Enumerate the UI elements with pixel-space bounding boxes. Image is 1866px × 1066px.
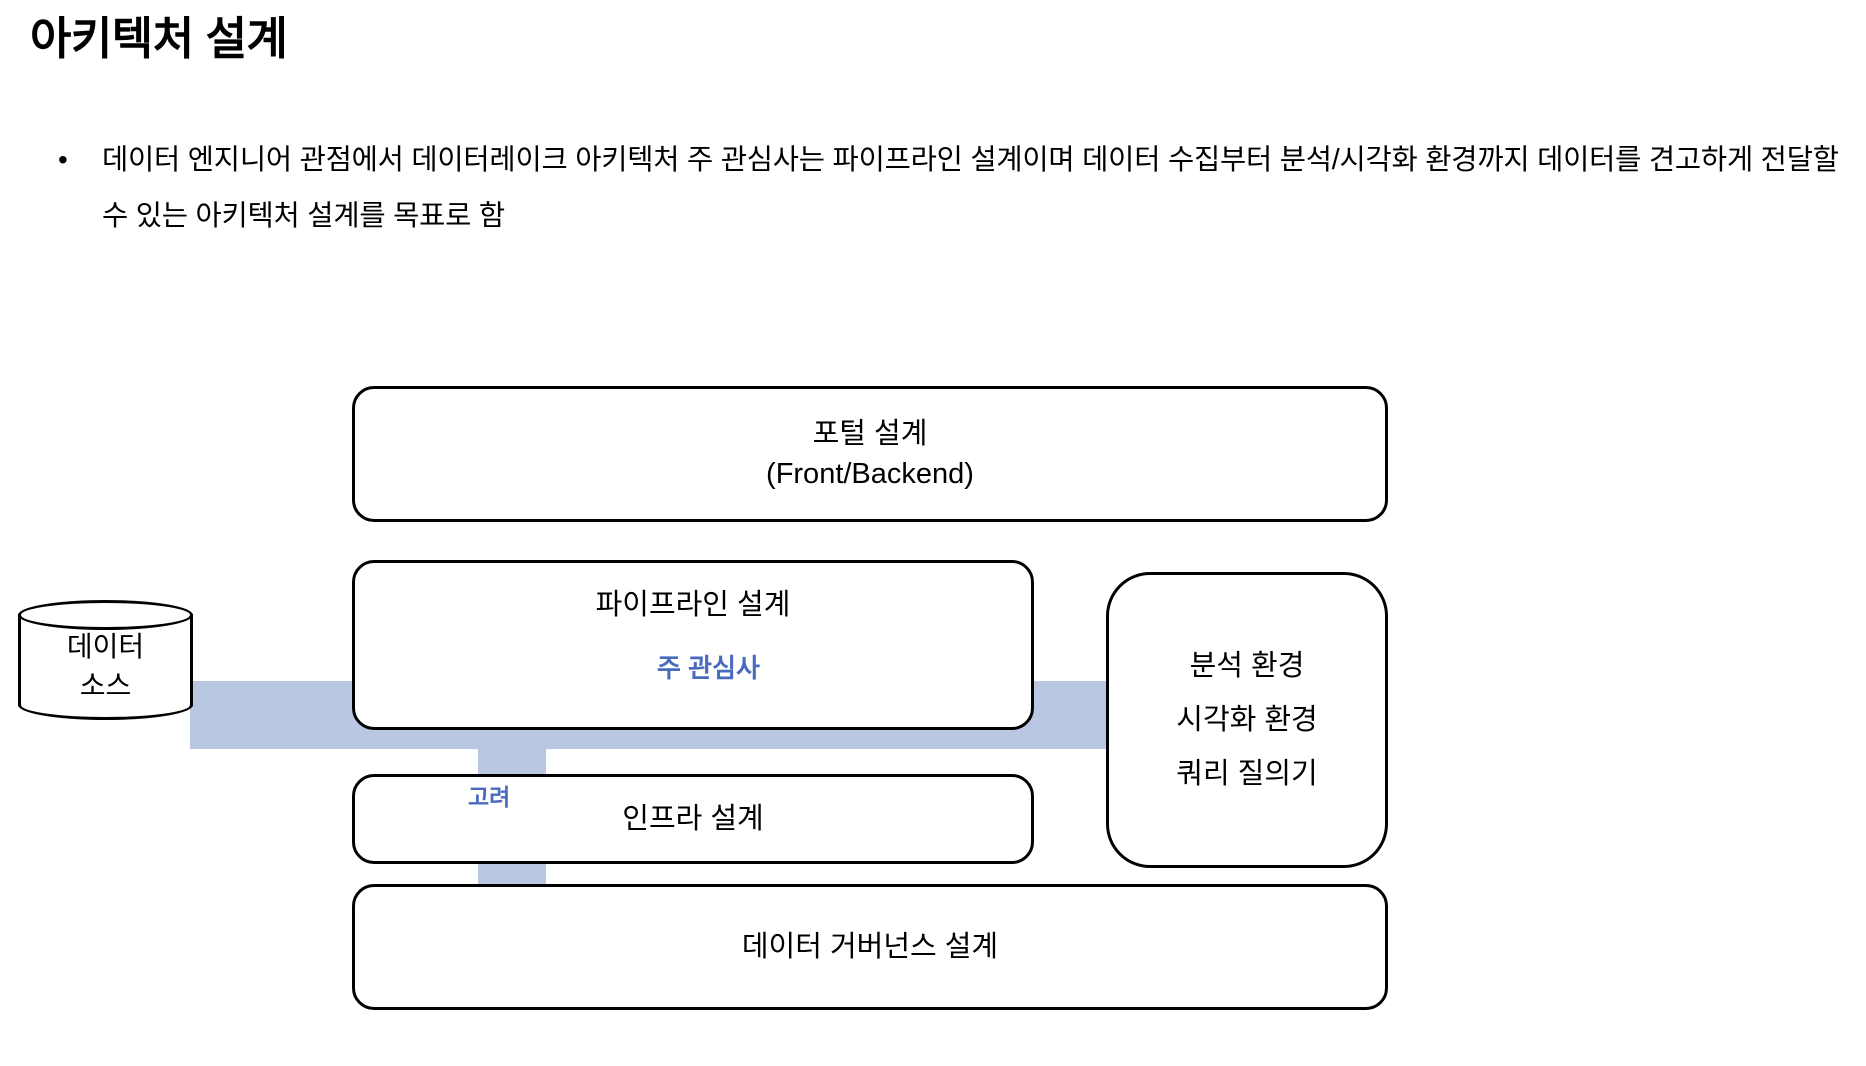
portal-design-title: 포털 설계 (812, 417, 928, 450)
bullet-marker-icon: • (58, 144, 68, 175)
page-title: 아키텍처 설계 (30, 13, 288, 64)
portal-design-subtitle: (Front/Backend) (766, 458, 974, 490)
portal-design-box[interactable]: 포털 설계 (Front/Backend) (352, 386, 1388, 522)
data-source-line-1: 데이터 (66, 631, 145, 662)
main-flow-arrow-label: 주 관심사 (657, 653, 760, 683)
pipeline-design-title: 파이프라인 설계 (595, 589, 791, 621)
data-governance-box[interactable]: 데이터 거버넌스 설계 (352, 884, 1388, 1010)
infra-design-title: 인프라 설계 (622, 802, 764, 835)
infra-design-box[interactable]: 인프라 설계 (352, 774, 1034, 864)
analytics-line-2: 시각화 환경 (1176, 703, 1318, 736)
data-governance-title: 데이터 거버넌스 설계 (741, 930, 999, 963)
data-source-line-2: 소스 (79, 669, 132, 701)
analytics-environment-box[interactable]: 분석 환경 시각화 환경 쿼리 질의기 (1106, 572, 1388, 868)
consider-arrow-label: 고려 (468, 784, 511, 810)
cylinder-top-ellipse (18, 600, 193, 630)
analytics-line-3: 쿼리 질의기 (1176, 758, 1318, 791)
bullet-text: 데이터 엔지니어 관점에서 데이터레이크 아키텍처 주 관심사는 파이프라인 설… (102, 144, 1839, 232)
data-source-cylinder: 데이터 소스 (18, 600, 193, 720)
data-source-label: 데이터 소스 (18, 628, 193, 705)
bullet-paragraph: • 데이터 엔지니어 관점에서 데이터레이크 아키텍처 주 관심사는 파이프라인… (52, 132, 1862, 244)
pipeline-design-box[interactable]: 파이프라인 설계 (352, 560, 1034, 730)
analytics-line-1: 분석 환경 (1189, 649, 1305, 682)
